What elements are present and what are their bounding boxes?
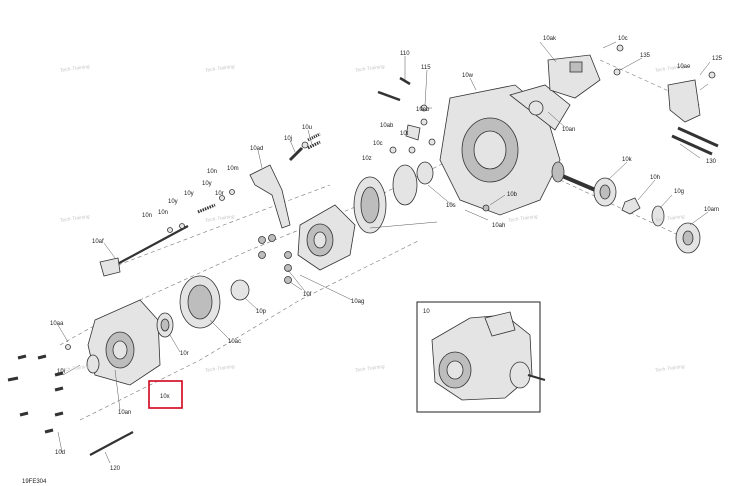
label-10an-b: 10an: [118, 410, 131, 416]
label-10af: 10af: [92, 239, 104, 245]
main-housing-part: [439, 84, 571, 216]
svg-text:Tech·Training: Tech·Training: [507, 214, 538, 224]
label-10n-b: 10n: [158, 210, 168, 216]
label-135: 135: [640, 53, 651, 59]
label-10c: 10c: [618, 36, 628, 42]
svg-text:Tech·Training: Tech·Training: [59, 64, 90, 74]
label-130: 130: [706, 159, 717, 165]
svg-text:Tech·Training: Tech·Training: [204, 364, 235, 374]
label-10s: 10s: [446, 203, 456, 209]
label-10y-c: 10y: [168, 199, 178, 205]
svg-text:Tech·Training: Tech·Training: [654, 214, 685, 224]
label-10aa: 10aa: [50, 321, 64, 327]
svg-text:Tech·Training: Tech·Training: [354, 64, 385, 74]
svg-text:Tech·Training: Tech·Training: [204, 64, 235, 74]
svg-text:Tech·Training: Tech·Training: [354, 364, 385, 374]
label-10h: 10h: [650, 175, 660, 181]
label-10c-b: 10c: [373, 141, 383, 147]
label-10am: 10am: [704, 207, 719, 213]
label-115: 115: [421, 65, 431, 71]
label-10an: 10an: [562, 127, 575, 133]
inset-label-10: 10: [423, 309, 430, 315]
label-10r-b: 10r: [215, 191, 224, 197]
label-10g: 10g: [674, 189, 684, 195]
label-125: 125: [712, 56, 723, 62]
pinion-bearing-group: [551, 161, 701, 254]
small-hardware-group: [167, 76, 490, 284]
label-10ad: 10ad: [250, 146, 263, 152]
label-10eb: 10eb: [416, 107, 430, 113]
label-10y-b: 10y: [184, 191, 194, 197]
label-10y: 10y: [202, 181, 212, 187]
label-110: 110: [400, 51, 410, 57]
watermark-group: Tech·Training Tech·Training Tech·Trainin…: [59, 64, 685, 374]
label-10ag: 10ag: [351, 299, 364, 305]
label-10n-c: 10n: [142, 213, 152, 219]
label-10p: 10p: [256, 309, 267, 315]
label-10b: 10b: [507, 192, 518, 198]
svg-text:Tech·Training: Tech·Training: [59, 364, 90, 374]
label-10i: 10i: [57, 369, 65, 375]
label-10f: 10f: [303, 292, 312, 298]
svg-text:Tech·Training: Tech·Training: [204, 214, 235, 224]
label-120: 120: [110, 466, 121, 472]
label-10r: 10r: [180, 351, 189, 357]
label-10j: 10j: [284, 136, 292, 142]
left-cover-part: [86, 299, 174, 386]
label-10ab: 10ab: [380, 123, 394, 129]
part-labels: 10ak 10c 110 115 135 125 10ae 10w 10eb 1…: [50, 36, 723, 472]
label-10x: 10x: [160, 394, 170, 400]
label-10z: 10z: [362, 156, 372, 162]
svg-text:Tech·Training: Tech·Training: [654, 364, 685, 374]
label-10u: 10u: [302, 125, 312, 131]
bolt-group: [7, 344, 134, 456]
label-10d: 10d: [55, 450, 65, 456]
label-10ae: 10ae: [677, 64, 691, 70]
label-10ak: 10ak: [543, 36, 557, 42]
differential-part: [297, 204, 356, 271]
label-10ah: 10ah: [492, 223, 505, 229]
leader-lines: [57, 41, 711, 464]
actuator-part: [547, 44, 624, 99]
diagram-code: 19FE304: [22, 479, 47, 485]
label-10k: 10k: [622, 157, 633, 163]
label-10t: 10t: [400, 131, 409, 137]
ring-gear-part: [353, 161, 434, 234]
assembled-unit-inset: 10: [416, 301, 546, 413]
shift-fork-part: [99, 140, 321, 277]
label-10m: 10m: [227, 166, 239, 172]
highlight-box-10x: [148, 380, 183, 409]
svg-text:Tech·Training: Tech·Training: [654, 64, 685, 74]
label-10ac: 10ac: [228, 339, 241, 345]
label-10n: 10n: [207, 169, 217, 175]
bracket-part: [667, 71, 719, 156]
label-10w: 10w: [462, 73, 474, 79]
spacer-housing-part: [179, 275, 250, 329]
svg-text:Tech·Training: Tech·Training: [59, 214, 90, 224]
